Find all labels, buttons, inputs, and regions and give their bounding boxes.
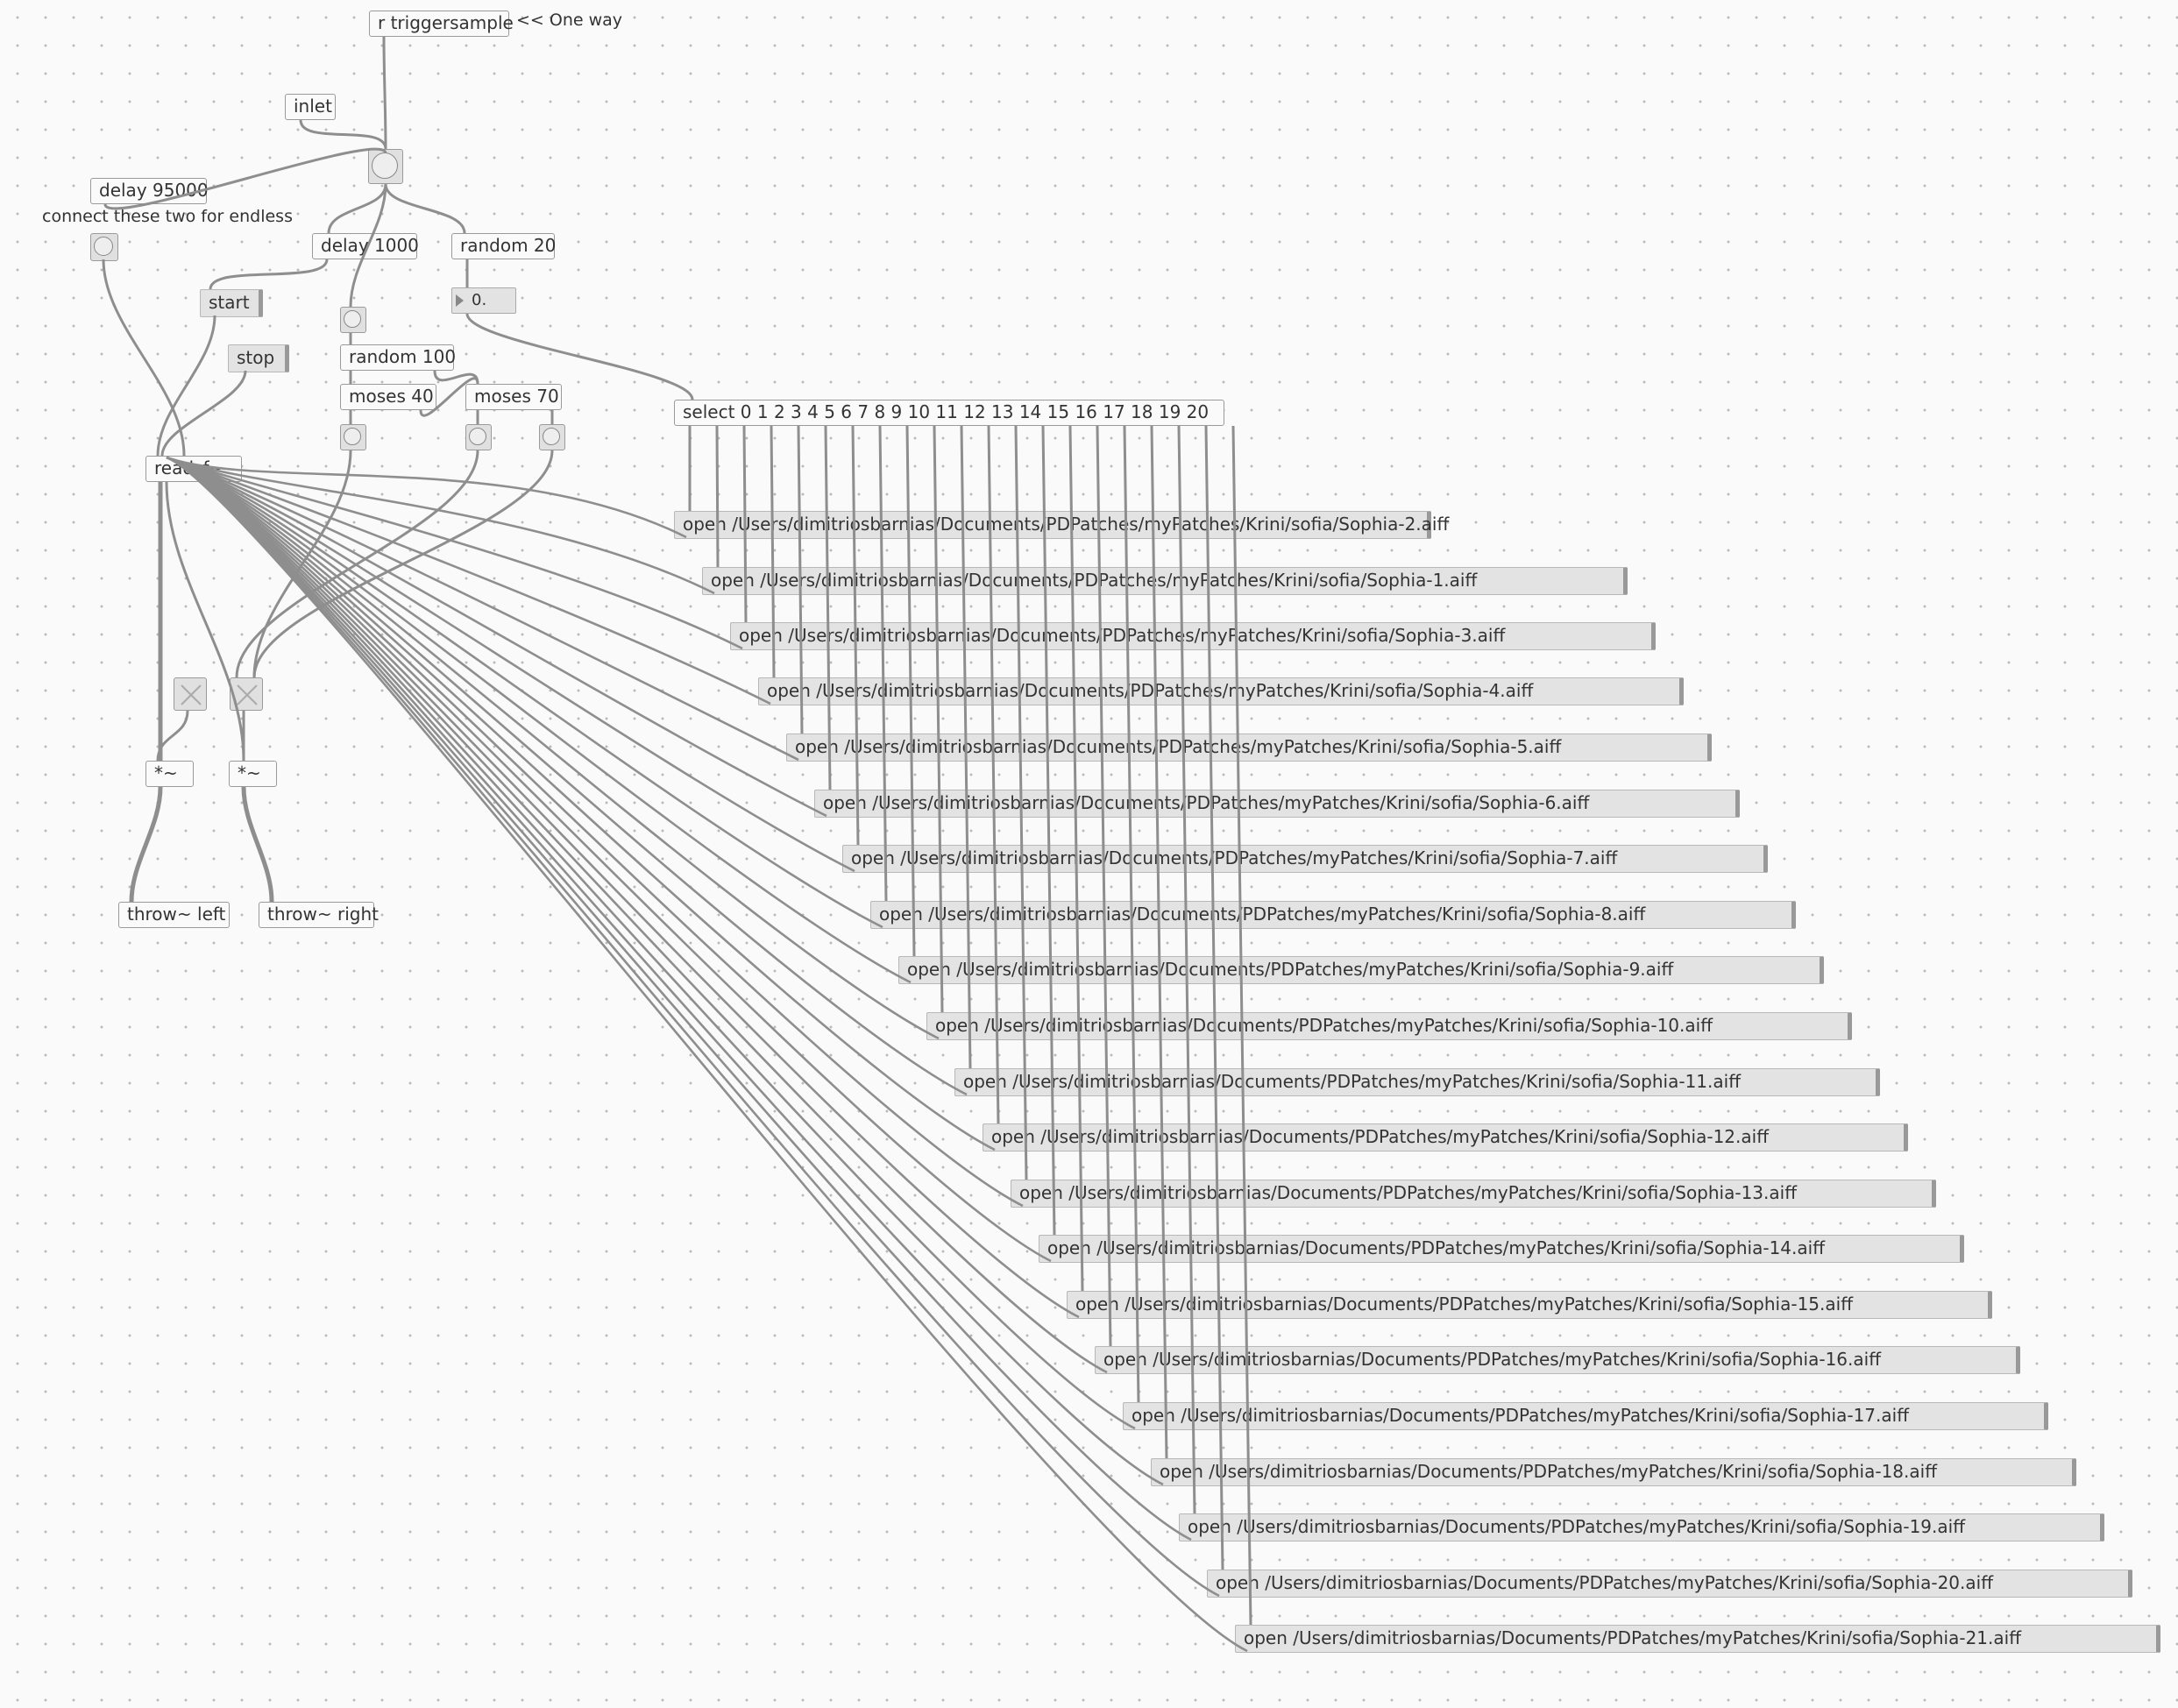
bang-moses70-left[interactable] xyxy=(465,424,492,450)
open-message[interactable]: open /Users/dimitriosbarnias/Documents/P… xyxy=(674,511,1449,539)
patch-cord xyxy=(252,450,352,678)
open-message[interactable]: open /Users/dimitriosbarnias/Documents/P… xyxy=(1151,1458,2076,1486)
readsf-object[interactable]: readsf~ xyxy=(145,456,242,482)
start-message[interactable]: start xyxy=(200,289,263,317)
moses-70-object[interactable]: moses 70 xyxy=(465,384,562,410)
open-message[interactable]: open /Users/dimitriosbarnias/Documents/P… xyxy=(1095,1346,2020,1374)
number-value: 0. xyxy=(472,291,487,309)
patch-cord xyxy=(156,710,189,762)
toggle-x-icon xyxy=(237,684,258,705)
patch-cord xyxy=(165,481,245,762)
patch-cord xyxy=(129,786,163,903)
patch-cord xyxy=(878,425,888,902)
patch-cord xyxy=(102,259,186,457)
toggle-x-icon xyxy=(181,684,202,705)
number-box[interactable]: 0. xyxy=(451,287,516,314)
patch-cord xyxy=(433,370,479,385)
bang-icon xyxy=(543,428,560,445)
open-message[interactable]: open /Users/dimitriosbarnias/Documents/P… xyxy=(814,790,1740,818)
patch-cord xyxy=(252,450,554,678)
patch-cord xyxy=(166,456,968,1096)
random-100-object[interactable]: random 100 xyxy=(340,344,456,371)
patch-cord xyxy=(384,183,466,234)
patch-cord xyxy=(299,119,387,150)
bang-icon xyxy=(344,310,361,328)
bang-after-delay[interactable] xyxy=(340,307,366,333)
bang-icon xyxy=(469,428,486,445)
patch-cord xyxy=(166,456,743,650)
open-message[interactable]: open /Users/dimitriosbarnias/Documents/P… xyxy=(1039,1235,1964,1263)
patch-cord xyxy=(1204,425,1224,1570)
patch-cord xyxy=(166,456,1136,1430)
patch-cord xyxy=(166,456,771,705)
mult-left-object[interactable]: *~ xyxy=(145,761,194,787)
patch-cord xyxy=(241,786,274,903)
open-message[interactable]: open /Users/dimitriosbarnias/Documents/P… xyxy=(786,734,1712,762)
select-object[interactable]: select 0 1 2 3 4 5 6 7 8 9 10 11 12 13 1… xyxy=(674,400,1224,426)
patch-cord xyxy=(715,425,720,568)
open-message[interactable]: open /Users/dimitriosbarnias/Documents/P… xyxy=(1011,1180,1936,1208)
toggle-right[interactable] xyxy=(230,677,263,711)
open-message[interactable]: open /Users/dimitriosbarnias/Documents/P… xyxy=(758,677,1684,705)
bang-icon xyxy=(94,237,113,256)
bang-main[interactable] xyxy=(368,149,403,184)
open-message[interactable]: open /Users/dimitriosbarnias/Documents/P… xyxy=(842,845,1768,873)
throw-right-object[interactable]: throw~ right xyxy=(259,902,379,928)
r-triggersample-object[interactable]: r triggersample xyxy=(369,11,514,37)
patch-cord xyxy=(382,36,387,150)
endless-comment: connect these two for endless xyxy=(42,207,293,226)
delay-1000-object[interactable]: delay 1000 xyxy=(312,233,419,259)
open-message[interactable]: open /Users/dimitriosbarnias/Documents/P… xyxy=(870,901,1796,929)
bang-moses70-right[interactable] xyxy=(539,424,565,450)
open-message[interactable]: open /Users/dimitriosbarnias/Documents/P… xyxy=(1207,1570,2132,1598)
random-20-object[interactable]: random 20 xyxy=(451,233,556,259)
open-message[interactable]: open /Users/dimitriosbarnias/Documents/P… xyxy=(898,956,1824,984)
triangle-right-icon xyxy=(456,294,464,307)
patch-cord xyxy=(166,456,687,539)
throw-left-object[interactable]: throw~ left xyxy=(118,902,230,928)
stop-message[interactable]: stop xyxy=(228,344,289,372)
patch-cord xyxy=(327,183,387,234)
toggle-left[interactable] xyxy=(174,677,207,711)
bang-icon xyxy=(372,152,398,179)
bang-endless[interactable] xyxy=(90,233,118,261)
open-message[interactable]: open /Users/dimitriosbarnias/Documents/P… xyxy=(1179,1513,2104,1541)
patch-cord xyxy=(209,259,329,290)
inlet-object[interactable]: inlet xyxy=(285,94,336,120)
open-message[interactable]: open /Users/dimitriosbarnias/Documents/P… xyxy=(926,1012,1852,1040)
mult-right-object[interactable]: *~ xyxy=(229,761,277,787)
patch-cord xyxy=(235,450,479,678)
patch-cord xyxy=(166,456,799,762)
patch-cord xyxy=(160,370,247,457)
moses-40-object[interactable]: moses 40 xyxy=(340,384,436,410)
open-message[interactable]: open /Users/dimitriosbarnias/Documents/P… xyxy=(1235,1625,2160,1653)
patch-cord xyxy=(1096,425,1112,1347)
delay-95000-object[interactable]: delay 95000 xyxy=(90,178,209,204)
patch-cord xyxy=(166,456,1192,1541)
open-message[interactable]: open /Users/dimitriosbarnias/Documents/P… xyxy=(983,1123,1908,1152)
open-message[interactable]: open /Users/dimitriosbarnias/Documents/P… xyxy=(730,622,1656,650)
patch-cord xyxy=(166,456,715,595)
open-message[interactable]: open /Users/dimitriosbarnias/Documents/P… xyxy=(702,567,1628,595)
open-message[interactable]: open /Users/dimitriosbarnias/Documents/P… xyxy=(954,1068,1880,1096)
patch-cord xyxy=(156,315,216,457)
one-way-comment: << One way xyxy=(516,11,623,30)
open-message[interactable]: open /Users/dimitriosbarnias/Documents/P… xyxy=(1123,1402,2048,1430)
open-message[interactable]: open /Users/dimitriosbarnias/Documents/P… xyxy=(1067,1291,1992,1319)
bang-icon xyxy=(344,428,361,445)
bang-moses40-left[interactable] xyxy=(340,424,366,450)
patch-cord xyxy=(1041,425,1056,1236)
